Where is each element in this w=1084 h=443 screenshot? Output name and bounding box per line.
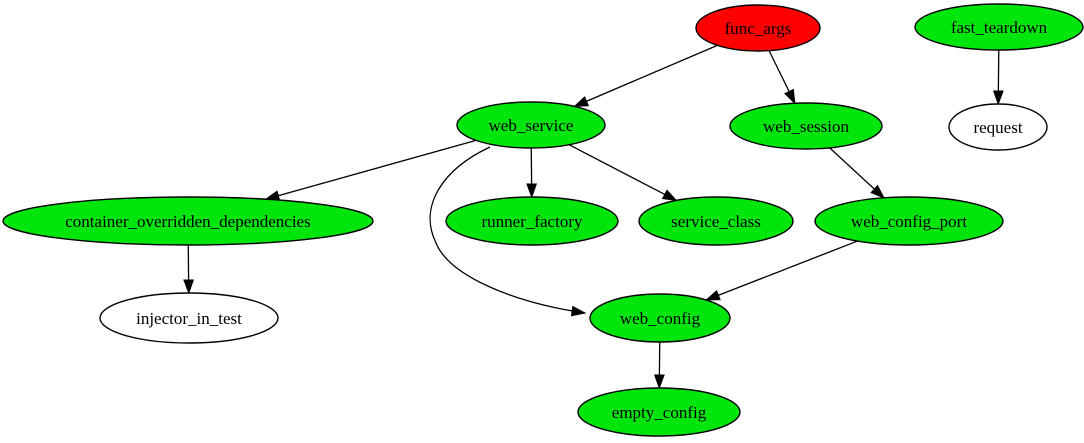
node-container_overridden_dependencies-label: container_overridden_dependencies [65,212,310,231]
edge-web_config_port-web_config-arrowhead-icon [704,290,721,301]
edge-func_args-web_service [583,44,718,104]
edge-web_session-web_config_port-arrowhead-icon [870,184,886,199]
node-service_class-label: service_class [671,212,761,231]
node-func_args-label: func_args [725,19,792,38]
edge-func_args-web_session-arrowhead-icon [784,88,796,105]
edge-layer [183,44,1004,390]
edge-web_config_port-web_config [715,240,858,297]
node-fast_teardown-shape [914,3,1084,51]
node-web_session-shape [729,102,883,150]
edge-web_session-web_config_port [829,147,878,192]
node-web_session-label: web_session [763,117,849,136]
node-web_config-shape [589,293,731,343]
node-service_class-shape [638,196,794,246]
node-injector_in_test: injector_in_test [99,292,279,344]
node-empty_config: empty_config [577,387,741,437]
node-web_config_port: web_config_port [814,196,1004,246]
node-func_args-shape [695,4,821,52]
node-request-shape [948,103,1048,151]
node-layer: func_args fast_teardown web_service web_ses… [2,3,1084,437]
node-web_service-shape [456,101,606,149]
node-empty_config-shape [577,387,741,437]
edge-fast_teardown-request-arrowhead-icon [992,90,1004,106]
node-container_overridden_dependencies: container_overridden_dependencies [2,196,374,246]
node-runner_factory-label: runner_factory [481,212,583,231]
node-web_config_port-shape [814,196,1004,246]
edge-web_service-runner_factory-arrowhead-icon [526,183,538,199]
node-injector_in_test-shape [99,292,279,344]
edge-web_service-web_config [429,146,586,314]
node-web_service: web_service [456,101,606,149]
node-fast_teardown: fast_teardown [914,3,1084,51]
edge-web_service-container_overridden_dependencies [275,139,477,198]
node-injector_in_test-label: injector_in_test [136,309,242,328]
node-service_class: service_class [638,196,794,246]
edge-web_config-empty_config-arrowhead-icon [653,374,665,390]
node-web_config_port-label: web_config_port [851,212,967,231]
node-empty_config-label: empty_config [612,403,707,422]
node-request: request [948,103,1048,151]
edge-func_args-web_service-arrowhead-icon [573,96,590,107]
node-runner_factory: runner_factory [445,196,619,246]
node-container_overridden_dependencies-shape [2,196,374,246]
node-web_session: web_session [729,102,883,150]
edge-func_args-web_session [768,50,792,95]
node-web_config-label: web_config [620,309,701,328]
edge-web_service-web_config-arrowhead-icon [570,305,587,317]
node-runner_factory-shape [445,196,619,246]
node-web_service-label: web_service [489,116,574,135]
edge-web_service-service_class-arrowhead-icon [661,189,678,202]
edge-container_overridden_dependencies-injector_in_test-arrowhead-icon [183,279,195,295]
node-fast_teardown-label: fast_teardown [951,18,1048,37]
node-request-label: request [973,118,1022,137]
node-web_config: web_config [589,293,731,343]
edge-web_service-service_class [568,144,668,197]
node-func_args: func_args [695,4,821,52]
